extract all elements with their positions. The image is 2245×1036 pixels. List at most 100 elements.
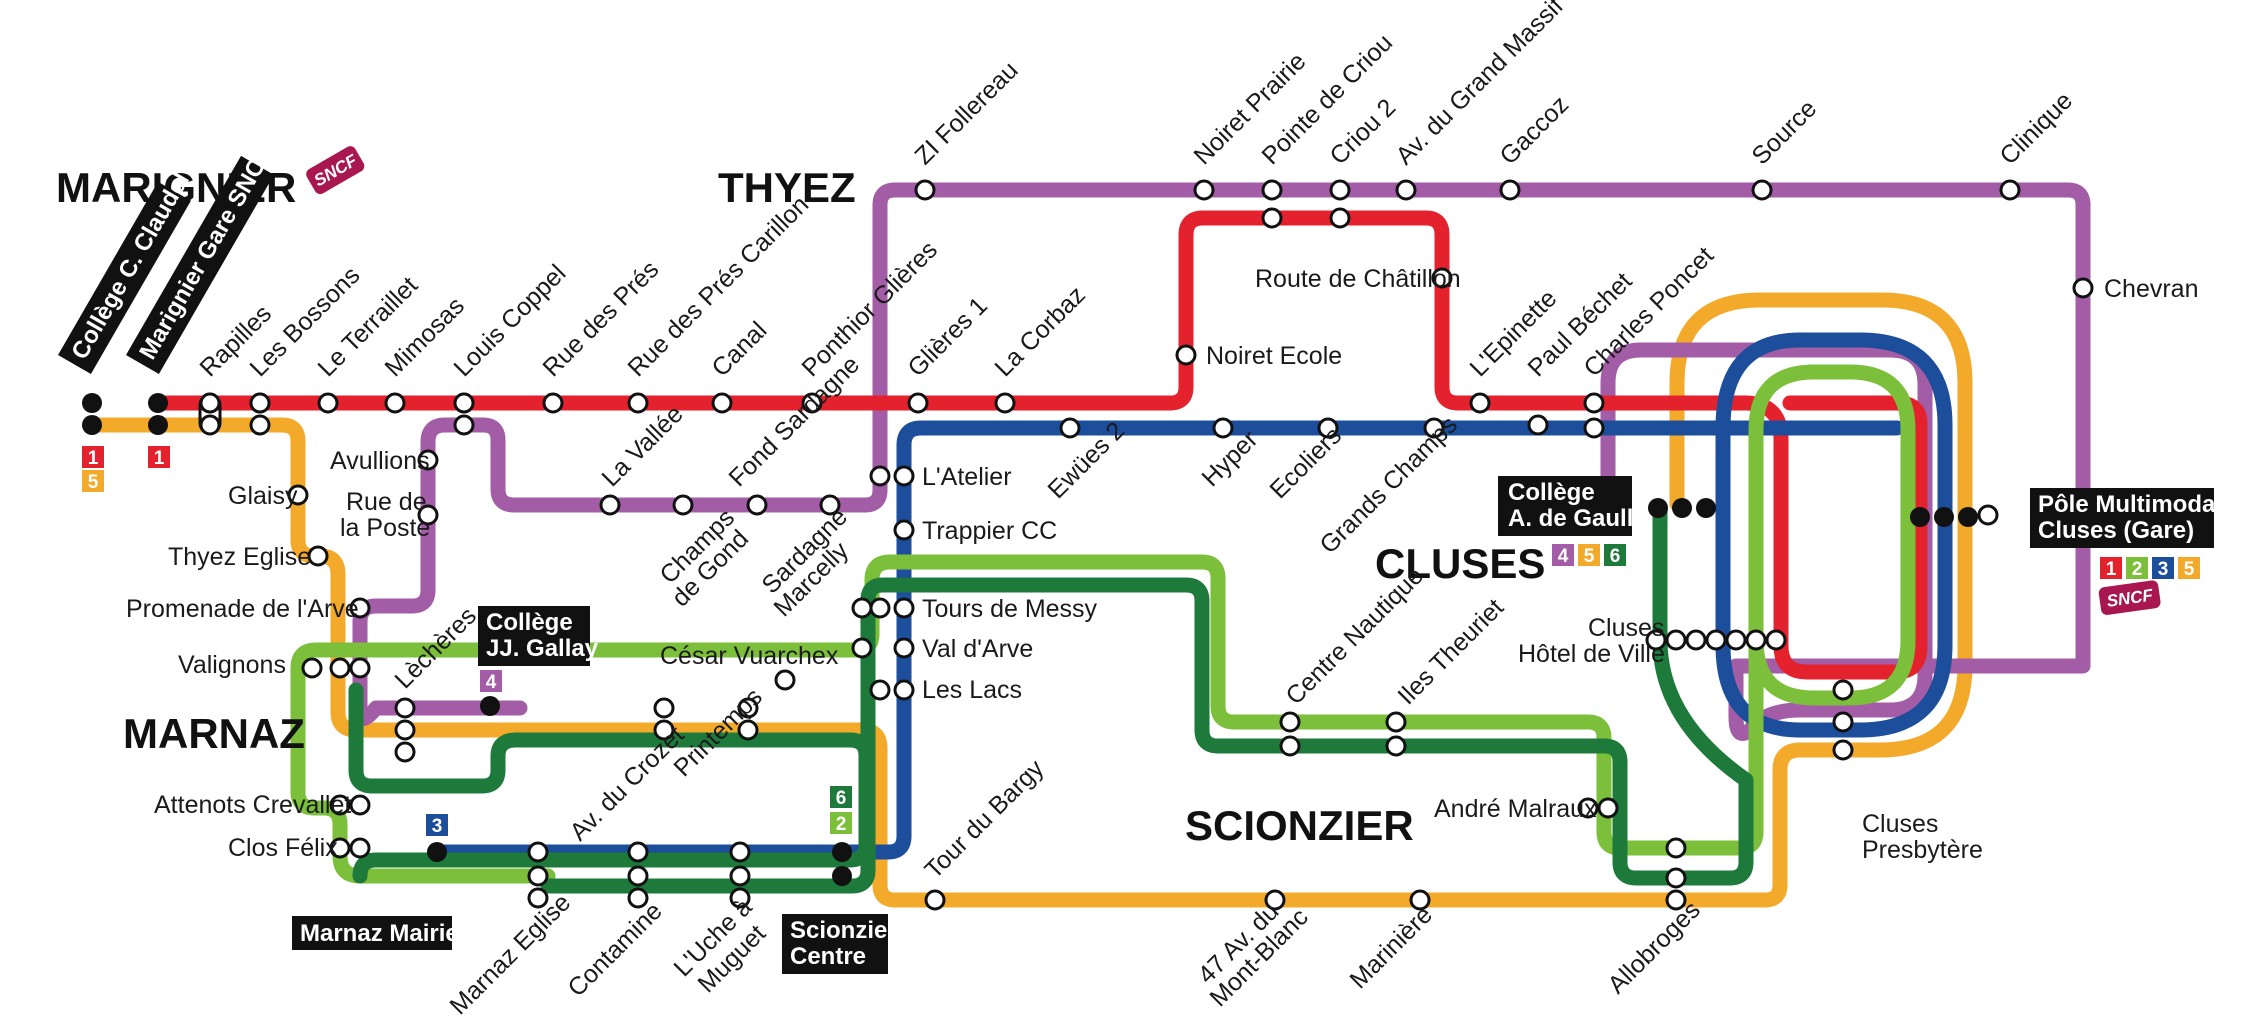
svg-text:3: 3 — [2158, 559, 2169, 580]
label-clos-felix: Clos Félix — [228, 834, 338, 862]
badge-pole: 1 2 3 5 — [2100, 557, 2200, 580]
badge-marignier-gare: 1 — [148, 446, 170, 469]
badge-gaulle: 4 5 6 — [1552, 544, 1626, 567]
label-glieres-1: Glières 1 — [902, 292, 993, 383]
city-thyez: THYEZ — [718, 164, 856, 211]
svg-text:2: 2 — [2132, 559, 2143, 580]
badge-marnaz-mairie: 3 — [426, 814, 448, 837]
city-scionzier: SCIONZIER — [1185, 802, 1414, 849]
terminus-markers — [82, 393, 1978, 886]
stop-canal[interactable] — [711, 392, 733, 414]
interchange-markers — [198, 179, 1999, 911]
svg-text:A. de Gaulle: A. de Gaulle — [1508, 505, 1647, 532]
stop-la-corbaz[interactable] — [994, 392, 1016, 414]
terminal-pole-multimodal[interactable]: Pôle Multimodal Cluses (Gare) — [2030, 488, 2222, 548]
svg-text:Collège: Collège — [1508, 479, 1595, 506]
label-promenade-arve: Promenade de l'Arve — [126, 595, 359, 623]
stop-chevran[interactable] — [2072, 277, 2094, 299]
svg-text:3: 3 — [432, 816, 443, 837]
label-la-corbaz: La Corbaz — [989, 281, 1090, 382]
line-3-path — [430, 420, 1905, 860]
stop-l-epinette[interactable] — [1469, 392, 1491, 414]
terminal-scionzier-centre[interactable]: Scionzier Centre — [782, 914, 897, 974]
label-cluses-presbytere-1: Cluses — [1862, 810, 1938, 838]
stop-rue-de-la-poste[interactable] — [417, 504, 439, 526]
svg-text:5: 5 — [2184, 559, 2195, 580]
terminal-college-gaulle[interactable]: Collège A. de Gaulle — [1498, 476, 1647, 536]
svg-text:6: 6 — [1610, 546, 1621, 567]
label-attenots-crevallet: Attenots Crevallet — [154, 791, 351, 819]
stop-paul-bechet[interactable] — [1527, 414, 1549, 436]
stop-route-chatillon[interactable] — [1431, 267, 1453, 289]
stop-grands-champs[interactable] — [1423, 417, 1445, 439]
label-tour-du-bargy: Tour du Bargy — [919, 754, 1049, 884]
stop-trappier-cc[interactable] — [893, 519, 915, 541]
stop-fond-sardagne[interactable] — [746, 494, 768, 516]
svg-text:Centre: Centre — [790, 943, 866, 970]
stop-avullions[interactable] — [417, 449, 439, 471]
terminal-marnaz-mairie[interactable]: Marnaz Mairie — [292, 916, 459, 950]
badge-scionzier: 6 2 — [830, 786, 852, 835]
label-contamine: Contamine — [562, 897, 667, 1002]
stop-glaisy[interactable] — [287, 484, 309, 506]
svg-text:5: 5 — [1584, 546, 1595, 567]
label-cluses-presbytere-2: Presbytère — [1862, 836, 1983, 864]
svg-text:Pôle Multimodal: Pôle Multimodal — [2038, 491, 2222, 518]
label-gaccoz: Gaccoz — [1494, 91, 1574, 171]
label-val-d-arve: Val d'Arve — [922, 635, 1033, 663]
stop-av-grand-massif[interactable] — [1395, 179, 1417, 201]
stop-rue-des-pres-carillon[interactable] — [627, 392, 649, 414]
sncf-logo-marignier: SNCF — [306, 146, 365, 195]
stop-ecoliers[interactable] — [1317, 417, 1339, 439]
line-6-path — [348, 682, 874, 884]
stop-champs-de-gond[interactable] — [672, 494, 694, 516]
stop-av-mont-blanc[interactable] — [1264, 889, 1286, 911]
stop-noiret-prairie[interactable] — [1193, 179, 1215, 201]
label-cluses-hdv-1: Cluses — [1588, 614, 1664, 642]
station-markers — [199, 179, 2094, 911]
stop-thyez-eglise[interactable] — [307, 545, 329, 567]
city-marnaz: MARNAZ — [123, 710, 305, 757]
label-glaisy: Glaisy — [228, 482, 298, 510]
station-labels-red: Rapilles Les Bossons Le Terraillet Mimos… — [194, 190, 1719, 382]
stop-la-vallee[interactable] — [599, 494, 621, 516]
stop-ewues-2[interactable] — [1059, 417, 1081, 439]
stop-source[interactable] — [1751, 179, 1773, 201]
stop-clinique[interactable] — [1999, 179, 2021, 201]
terminal-college-gallay[interactable]: Collège JJ. Gallay — [478, 606, 599, 666]
svg-text:Marnaz Mairie: Marnaz Mairie — [300, 920, 459, 947]
svg-text:Collège: Collège — [486, 609, 573, 636]
line-1-path — [150, 210, 1928, 680]
stop-glieres-1[interactable] — [907, 392, 929, 414]
stop-le-terraillet[interactable] — [317, 392, 339, 414]
stop-sardagne-marcelly[interactable] — [819, 494, 841, 516]
label-route-chatillon: Route de Châtillon — [1255, 265, 1461, 293]
city-cluses: CLUSES — [1375, 540, 1545, 587]
stop-hyper[interactable] — [1212, 417, 1234, 439]
stop-promenade-arve[interactable] — [349, 597, 371, 619]
svg-text:1: 1 — [88, 448, 99, 469]
label-mariniere: Marinière — [1344, 901, 1437, 994]
stop-rue-des-pres[interactable] — [542, 392, 564, 414]
label-avullions: Avullions — [330, 447, 430, 475]
stop-ponthior-glieres[interactable] — [801, 392, 823, 414]
stop-noiret-ecole[interactable] — [1175, 344, 1197, 366]
stop-zi-follereau[interactable] — [914, 179, 936, 201]
label-cluses-hdv-2: Hôtel de Ville — [1518, 640, 1665, 668]
svg-text:2: 2 — [836, 814, 847, 835]
label-valignons: Valignons — [178, 651, 286, 679]
stop-mariniere[interactable] — [1409, 889, 1431, 911]
sncf-logo-cluses: SNCF — [2098, 580, 2161, 615]
stop-cesar-vuarchex[interactable] — [774, 669, 796, 691]
label-rue-de-la-poste-1: Rue de — [346, 488, 427, 516]
stop-gaccoz[interactable] — [1499, 179, 1521, 201]
stop-tour-du-bargy[interactable] — [924, 889, 946, 911]
stop-mimosas[interactable] — [384, 392, 406, 414]
svg-text:JJ. Gallay: JJ. Gallay — [486, 635, 599, 662]
label-iles-theuriet: Iles Theuriet — [1392, 593, 1509, 710]
badge-gallay: 4 — [480, 670, 502, 693]
line-4-path — [352, 182, 2091, 741]
line-6-path-b — [540, 502, 1754, 894]
label-canal: Canal — [706, 316, 772, 382]
svg-text:Scionzier: Scionzier — [790, 917, 897, 944]
